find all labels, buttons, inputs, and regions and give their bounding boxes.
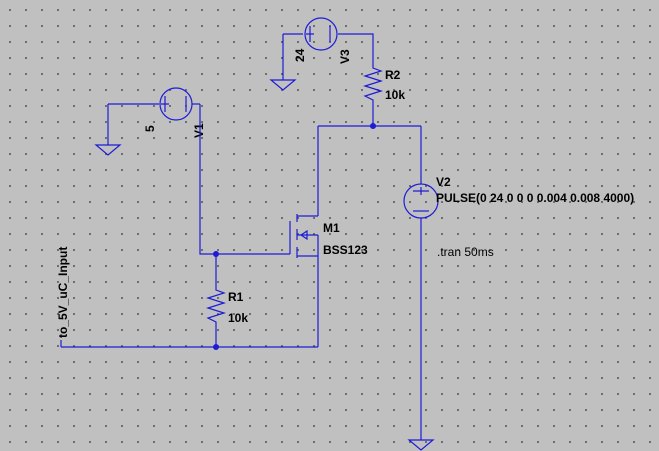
r1-value-label: 10k xyxy=(228,311,248,325)
spice-directive[interactable]: .tran 50ms xyxy=(437,245,494,259)
v3-body xyxy=(304,17,338,51)
r2-value-label: 10k xyxy=(385,88,405,102)
ground-symbol-v1 xyxy=(94,144,122,156)
junction-r2-node xyxy=(370,123,376,129)
junction-gate-node xyxy=(213,251,219,257)
v1-plus-sign xyxy=(161,96,169,112)
wire-v1-to-gate-node xyxy=(199,104,290,255)
ground-symbol-v3 xyxy=(269,79,297,91)
m1-name-label: M1 xyxy=(323,221,340,235)
r1-name-label: R1 xyxy=(228,290,244,304)
m1-body-arrow xyxy=(299,229,308,241)
ground-symbol-v2 xyxy=(407,439,435,451)
v1-body xyxy=(159,87,193,121)
wire-v3-right xyxy=(342,33,374,64)
r2-name-label: R2 xyxy=(385,68,401,82)
r1-zigzag xyxy=(205,288,227,325)
junction-bottom-node xyxy=(213,344,219,350)
voltage-source-v1[interactable]: 5 V1 xyxy=(107,87,206,145)
m1-model-label: BSS123 xyxy=(323,243,368,257)
voltage-source-v2[interactable]: V2 PULSE(0 24 0 0 0 0.004 0.008 4000) xyxy=(403,175,634,219)
net-label-uc-input[interactable]: to_5V_uC_Input xyxy=(56,247,70,338)
v1-name-label: V1 xyxy=(192,123,206,138)
v3-plus-sign xyxy=(306,26,314,42)
resistor-r1[interactable]: R1 10k xyxy=(205,288,248,325)
v2-value-label: PULSE(0 24 0 0 0 0.004 0.008 4000) xyxy=(436,191,634,205)
mosfet-m1[interactable]: M1 BSS123 xyxy=(289,214,368,258)
v3-name-label: V3 xyxy=(338,49,352,64)
v1-value-label: 5 xyxy=(143,125,157,132)
r2-zigzag xyxy=(362,64,384,104)
v3-value-label: 24 xyxy=(293,48,307,62)
resistor-r2[interactable]: R2 10k xyxy=(362,64,405,104)
v2-plus-sign xyxy=(413,187,429,195)
voltage-source-v3[interactable]: 24 V3 xyxy=(282,17,374,80)
v2-name-label: V2 xyxy=(436,175,451,189)
